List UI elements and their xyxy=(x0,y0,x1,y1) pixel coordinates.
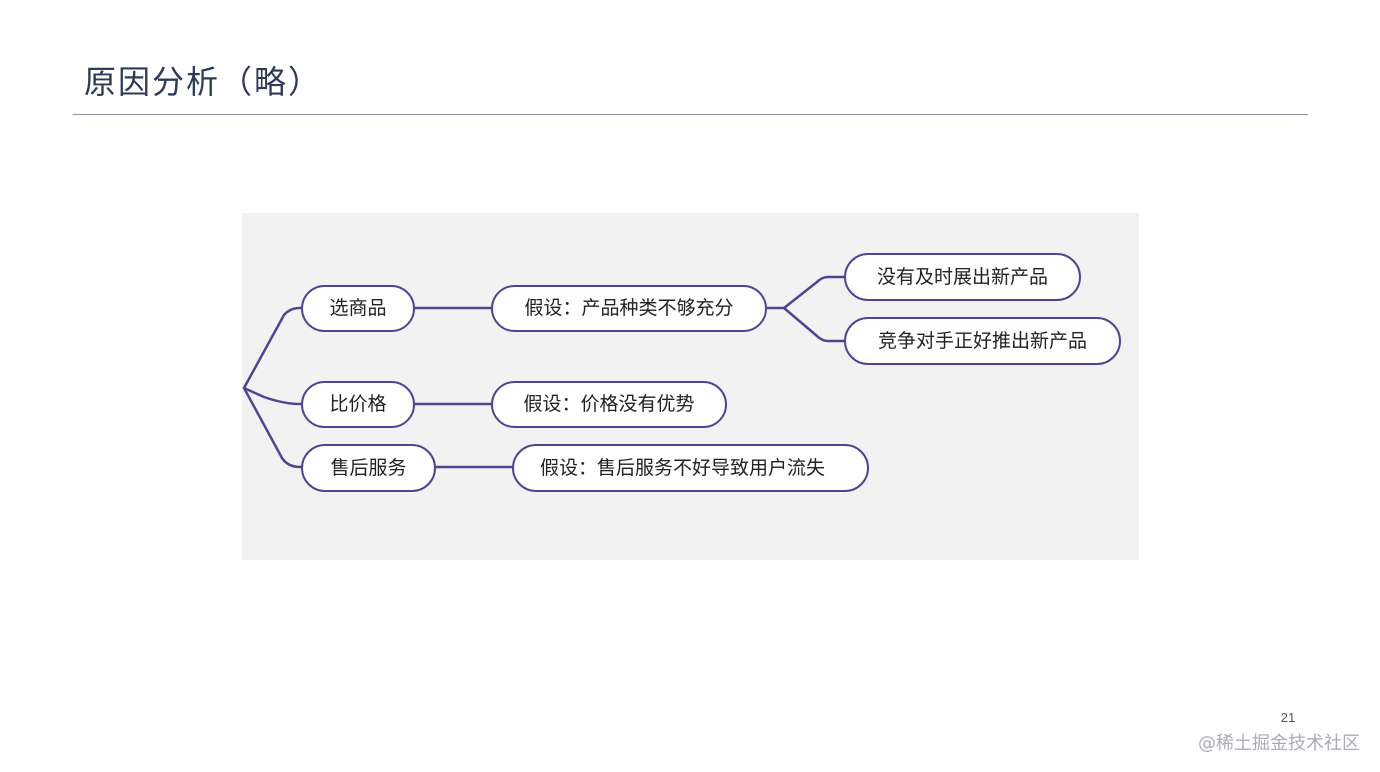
connector-root-branch-3 xyxy=(242,386,303,469)
watermark: @稀土掘金技术社区 xyxy=(1198,733,1360,754)
hypothesis-label: 假设：产品种类不够充分 xyxy=(524,297,734,319)
connector-hypothesis-detail-1 xyxy=(765,275,846,310)
branch-node-select-product: 选商品 xyxy=(301,285,415,332)
page-number: 21 xyxy=(1280,710,1296,725)
branch-node-after-sales: 售后服务 xyxy=(301,444,436,492)
detail-label: 没有及时展出新产品 xyxy=(876,265,1048,288)
hypothesis-node-price-advantage: 假设：价格没有优势 xyxy=(491,381,727,428)
branch-label: 比价格 xyxy=(329,393,387,415)
connector-hypothesis-detail-2 xyxy=(782,306,846,343)
title-divider xyxy=(73,114,1308,115)
branch-label: 选商品 xyxy=(329,297,387,319)
mindmap-connectors xyxy=(242,275,846,469)
detail-node-no-new-products: 没有及时展出新产品 xyxy=(844,253,1081,301)
connector-root-branch-1 xyxy=(242,306,303,390)
slide-title: 原因分析（略） xyxy=(84,63,323,101)
detail-node-competitor-new-products: 竞争对手正好推出新产品 xyxy=(844,317,1121,365)
hypothesis-node-product-variety: 假设：产品种类不够充分 xyxy=(491,285,767,332)
hypothesis-label: 假设：售后服务不好导致用户流失 xyxy=(540,456,826,479)
hypothesis-node-after-sales-churn: 假设：售后服务不好导致用户流失 xyxy=(512,444,869,492)
branch-label: 售后服务 xyxy=(330,456,407,479)
detail-label: 竞争对手正好推出新产品 xyxy=(877,329,1087,352)
connector-root-branch-2 xyxy=(242,386,303,406)
branch-node-compare-price: 比价格 xyxy=(301,381,415,428)
hypothesis-label: 假设：价格没有优势 xyxy=(523,393,695,415)
mindmap-diagram: 选商品 假设：产品种类不够充分 没有及时展出新产品 竞争对手正好推出新产品 比价… xyxy=(242,213,1139,560)
